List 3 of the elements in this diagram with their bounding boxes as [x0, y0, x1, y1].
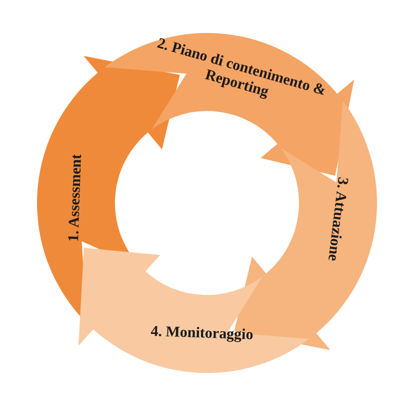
step-label: 4. Monitoraggio — [150, 322, 255, 346]
step-label: 1. Assessment — [65, 153, 86, 244]
step-label: 3. Attuazione — [323, 175, 352, 264]
